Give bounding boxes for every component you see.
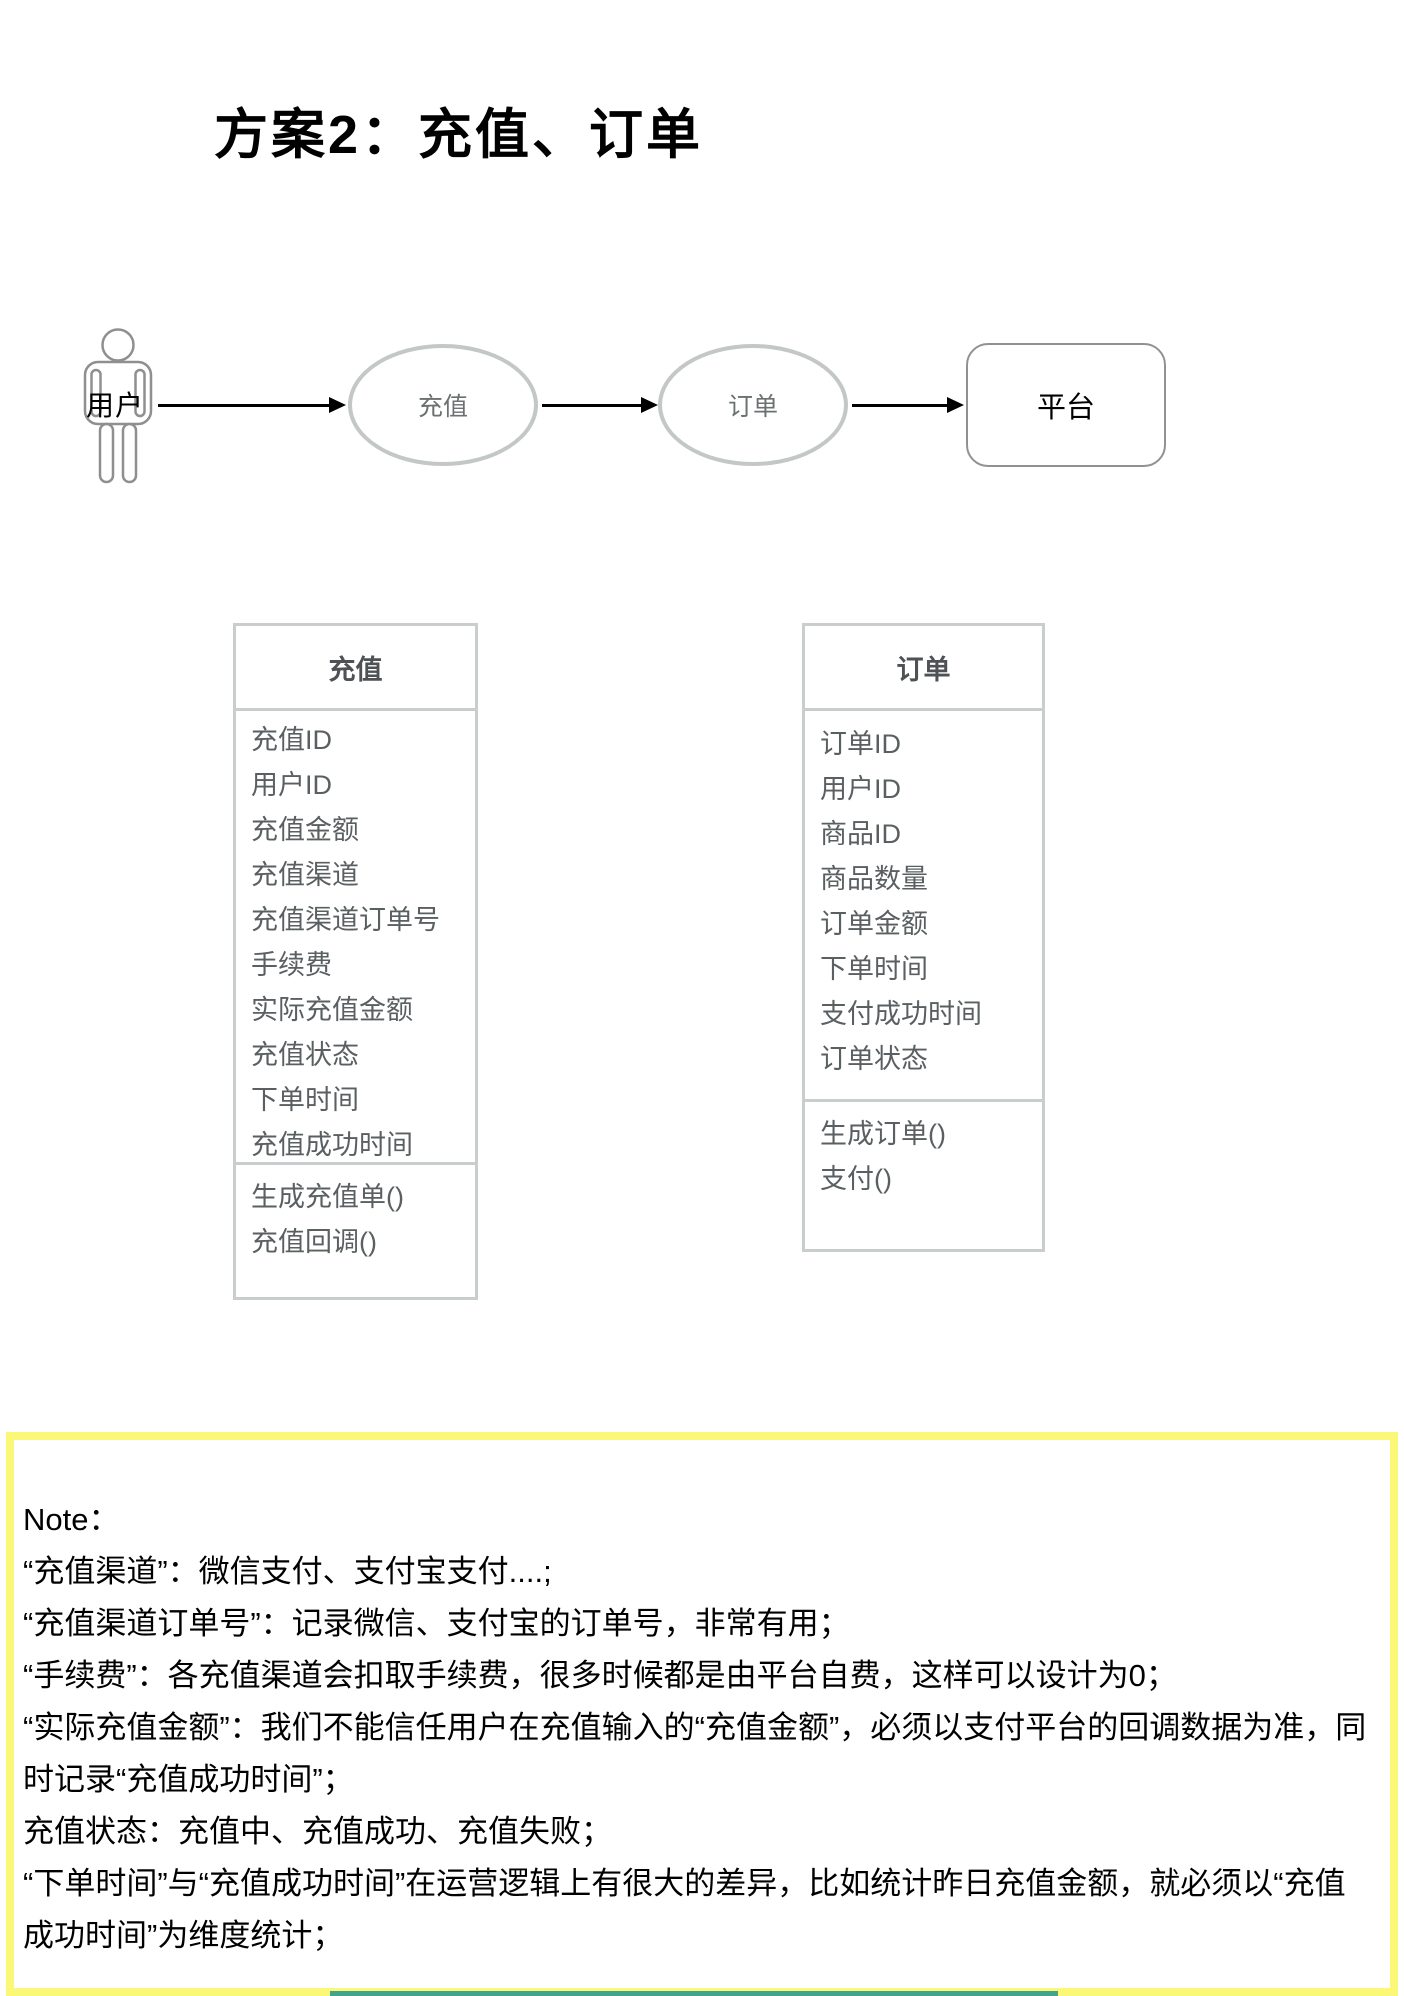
class-box-order: 订单 订单ID 用户ID 商品ID 商品数量 订单金额 下单时间 支付成功时间 …	[802, 623, 1045, 1252]
attr-row: 充值ID	[251, 725, 332, 755]
attr-row: 商品数量	[820, 864, 928, 894]
attr-row: 订单金额	[820, 909, 928, 939]
note-line: 充值状态：充值中、充值成功、充值失败；	[23, 1814, 612, 1849]
attr-row: 用户ID	[251, 770, 332, 800]
attr-row: 下单时间	[820, 954, 928, 984]
flow-node-order: 订单	[658, 344, 848, 466]
method-row: 充值回调()	[251, 1227, 377, 1257]
flow-arrow-2	[542, 397, 658, 412]
flow-node-recharge-label: 充值	[417, 393, 468, 421]
platform-node: 平台	[966, 343, 1166, 467]
attr-row: 支付成功时间	[820, 999, 982, 1029]
flow-arrow-1	[158, 397, 346, 412]
attr-row: 充值状态	[251, 1040, 359, 1070]
attr-row: 订单状态	[820, 1044, 928, 1074]
method-row: 支付()	[820, 1164, 892, 1194]
attr-row: 充值渠道	[251, 860, 359, 890]
class-recharge-methods: 生成充值单() 充值回调()	[236, 1165, 475, 1265]
attr-row: 充值成功时间	[251, 1130, 413, 1160]
flow-node-recharge: 充值	[348, 344, 538, 466]
note-line: “实际充值金额”：我们不能信任用户在充值输入的“充值金额”，必须以支付平台的回调…	[23, 1710, 1367, 1797]
platform-node-label: 平台	[1036, 392, 1095, 424]
note-line: “下单时间”与“充值成功时间”在运营逻辑上有很大的差异，比如统计昨日充值金额，就…	[23, 1866, 1346, 1953]
attr-row: 充值金额	[251, 815, 359, 845]
method-row: 生成充值单()	[251, 1182, 404, 1212]
attr-row: 商品ID	[820, 819, 901, 849]
page-title: 方案2：充值、订单	[214, 105, 704, 165]
note-line: “充值渠道订单号”：记录微信、支付宝的订单号，非常有用；	[23, 1606, 850, 1641]
class-order-methods: 生成订单() 支付()	[805, 1102, 1042, 1202]
class-order-attributes: 订单ID 用户ID 商品ID 商品数量 订单金额 下单时间 支付成功时间 订单状…	[805, 711, 1042, 1102]
attr-row: 充值渠道订单号	[251, 905, 440, 935]
actor-label: 用户	[86, 390, 145, 421]
class-recharge-title: 充值	[236, 626, 475, 711]
note-line: “手续费”：各充值渠道会扣取手续费，很多时候都是由平台自费，这样可以设计为0；	[23, 1658, 1177, 1693]
class-order-title: 订单	[805, 626, 1042, 711]
attr-row: 下单时间	[251, 1085, 359, 1115]
attr-row: 实际充值金额	[251, 995, 413, 1025]
flow-node-order-label: 订单	[727, 393, 778, 421]
user-actor: 用户	[82, 328, 154, 488]
note-box: Note： “充值渠道”：微信支付、支付宝支付....; “充值渠道订单号”：记…	[6, 1432, 1398, 1996]
attr-row: 用户ID	[820, 774, 901, 804]
note-label: Note：	[23, 1502, 120, 1537]
method-row: 生成订单()	[820, 1119, 946, 1149]
class-box-recharge: 充值 充值ID 用户ID 充值金额 充值渠道 充值渠道订单号 手续费 实际充值金…	[233, 623, 478, 1300]
note-line: “充值渠道”：微信支付、支付宝支付....;	[23, 1554, 552, 1589]
flow-arrow-3	[852, 397, 964, 412]
bottom-accent-bar	[330, 1991, 1058, 1996]
attr-row: 订单ID	[820, 729, 901, 759]
class-recharge-attributes: 充值ID 用户ID 充值金额 充值渠道 充值渠道订单号 手续费 实际充值金额 充…	[236, 711, 475, 1165]
person-icon	[82, 328, 154, 488]
attr-row: 手续费	[251, 950, 332, 980]
